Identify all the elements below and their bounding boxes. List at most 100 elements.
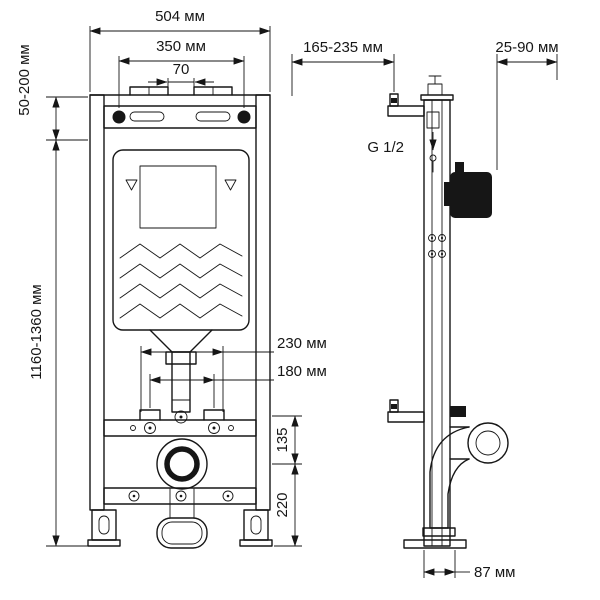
bottom-hole-middle bbox=[175, 490, 187, 502]
wall-bracket-bottom bbox=[387, 399, 425, 423]
bottom-crossbar bbox=[103, 487, 257, 505]
dimension-220: 220 bbox=[274, 463, 302, 547]
dim-label-width-mount: 350 мм bbox=[156, 38, 206, 55]
frame-top-crossbar bbox=[103, 105, 257, 129]
outlet-clamp bbox=[450, 406, 466, 417]
fixing-hole-center bbox=[440, 236, 444, 240]
dimension-70: 70 bbox=[148, 61, 214, 87]
bracket-tab bbox=[389, 93, 399, 107]
bracket-arm bbox=[387, 105, 425, 117]
foot-left-base bbox=[87, 539, 121, 547]
flush-pipe-body bbox=[171, 351, 191, 413]
bottom-hole-left-center bbox=[132, 494, 136, 498]
dim-label-outlet-height: 220 bbox=[274, 492, 291, 517]
side-view: G 1/2 bbox=[367, 75, 509, 549]
wc-studs bbox=[130, 409, 234, 434]
elbow-body bbox=[450, 172, 492, 218]
dimension-180: 180 мм bbox=[149, 363, 327, 408]
stud-hole-right bbox=[208, 422, 220, 434]
stud-bracket-right bbox=[203, 409, 225, 421]
dimension-504: 504 мм bbox=[89, 8, 271, 92]
drain-bend-outer bbox=[429, 426, 470, 529]
frame-fixings bbox=[428, 234, 446, 258]
aux-hole-left bbox=[130, 425, 136, 431]
drain-flange bbox=[422, 527, 456, 537]
foot-right-base bbox=[239, 539, 273, 547]
flush-funnel bbox=[149, 329, 213, 353]
dimension-230: 230 мм bbox=[140, 335, 327, 412]
foot-right bbox=[243, 509, 269, 541]
front-view bbox=[87, 86, 273, 549]
elbow-stem bbox=[444, 182, 452, 206]
dim-label-depth-adjust: 165-235 мм bbox=[303, 39, 383, 56]
flush-pipe bbox=[149, 329, 213, 424]
bracket-tab bbox=[389, 399, 399, 413]
water-wave bbox=[119, 283, 243, 299]
level-mark-left bbox=[125, 179, 138, 191]
elbow-tab bbox=[455, 162, 464, 172]
stud-hole-left bbox=[144, 422, 156, 434]
bracket-bolt bbox=[391, 404, 397, 409]
mount-bolt-right bbox=[237, 110, 251, 124]
stud-hole-right-center bbox=[212, 426, 216, 430]
drain-bend-inner bbox=[447, 458, 470, 529]
bottom-hole-left bbox=[128, 490, 140, 502]
flush-pipe-bolt bbox=[174, 410, 188, 424]
supply-thread-label: G 1/2 bbox=[367, 139, 404, 156]
inlet-fitting bbox=[427, 83, 443, 96]
dimension-135: 135 bbox=[272, 415, 302, 465]
fixing-hole-center bbox=[430, 236, 434, 240]
drain-socket bbox=[156, 517, 208, 549]
side-base-plate bbox=[403, 539, 467, 549]
drain-outer-circle bbox=[156, 438, 208, 490]
outlet-socket-inner bbox=[475, 430, 501, 456]
side-frame-profile bbox=[423, 99, 451, 547]
frame-rail-right bbox=[255, 94, 271, 511]
dim-label-stud-inner: 180 мм bbox=[277, 363, 327, 380]
dim-label-stud-outer: 230 мм bbox=[277, 335, 327, 352]
water-inlet bbox=[426, 75, 443, 173]
drain-outlet bbox=[128, 438, 234, 549]
dimension-165-235: 165-235 мм bbox=[291, 39, 395, 96]
drain-socket-inner bbox=[161, 521, 203, 545]
fixing-hole bbox=[428, 234, 436, 242]
bottom-hole-right-center bbox=[226, 494, 230, 498]
outlet-socket-outer bbox=[467, 422, 509, 464]
frame-rail-left bbox=[89, 94, 105, 511]
fixing-hole bbox=[428, 250, 436, 258]
flush-elbow bbox=[444, 162, 492, 218]
fixing-hole bbox=[438, 234, 446, 242]
dim-label-height-range: 1160-1360 мм bbox=[28, 284, 45, 379]
feet bbox=[87, 509, 273, 547]
water-wave bbox=[119, 263, 243, 279]
dim-label-width-outer: 504 мм bbox=[155, 8, 205, 25]
stud-bracket-left bbox=[139, 409, 161, 421]
foot-left bbox=[91, 509, 117, 541]
foot-left-slot bbox=[98, 515, 110, 535]
bottom-hole-middle-center bbox=[179, 494, 183, 498]
foot-right-slot bbox=[250, 515, 262, 535]
valve-connector bbox=[429, 154, 437, 162]
stud-hole-left-center bbox=[148, 426, 152, 430]
water-wave bbox=[119, 303, 243, 319]
side-frame bbox=[420, 94, 454, 547]
dim-label-top-adjust: 50-200 мм bbox=[16, 44, 33, 116]
fixing-hole bbox=[438, 250, 446, 258]
bracket-bolt bbox=[391, 98, 397, 103]
outlet-assembly bbox=[403, 406, 509, 549]
crossbar-slot-left bbox=[129, 111, 165, 122]
dimension-87: 87 мм bbox=[423, 550, 515, 581]
dimension-50-200: 50-200 мм bbox=[16, 44, 88, 141]
dimension-1160-1360: 1160-1360 мм bbox=[28, 139, 88, 547]
flush-pipe-coupling bbox=[165, 351, 197, 365]
cistern bbox=[112, 149, 250, 331]
stud-crossbar bbox=[103, 419, 257, 437]
flush-pipe-bolt-center bbox=[179, 415, 183, 419]
drain-inner-ring bbox=[164, 446, 200, 482]
dim-label-outlet-depth: 87 мм bbox=[474, 564, 515, 581]
bottom-hole-right bbox=[222, 490, 234, 502]
cistern-body bbox=[112, 149, 250, 331]
fill-valve bbox=[426, 111, 440, 129]
